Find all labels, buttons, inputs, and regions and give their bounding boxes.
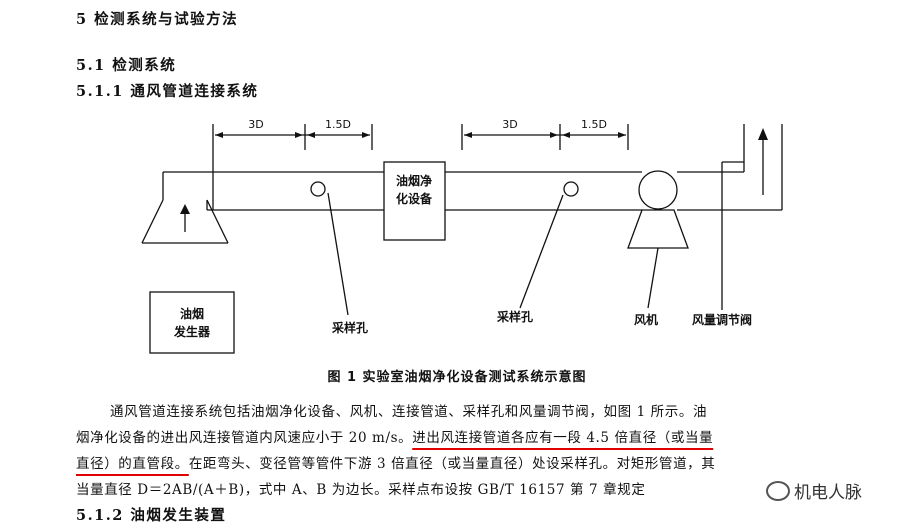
heading-section-5-1-2: 5.1.2 油烟发生装置 [76,507,227,524]
dim-label-3d-left: 3D [248,118,263,131]
purifier-label-1: 油烟净 [396,173,432,188]
paragraph-line-3-plain: 在距弯头、变径管等管件下游 3 倍直径（或当量直径）处设采样孔。对矩形管道，其 [188,456,716,472]
purifier-box [383,161,446,241]
generator-label-2: 发生器 [173,324,211,339]
leader-fan [647,247,659,309]
test-system-diagram: 3D 1.5D 3D 1.5D 油烟净 化设备 油烟 发生器 采样孔 采样孔 风… [141,118,783,354]
fan-base [627,209,689,249]
leader-sampling-right [519,194,564,309]
fan-label: 风机 [634,312,658,327]
figure-caption: 图 1 实验室油烟净化设备测试系统示意图 [327,370,587,385]
dim-label-15d-right: 1.5D [581,118,607,131]
watermark: 机电人脉 [762,478,866,503]
dim-label-3d-right: 3D [502,118,517,131]
watermark-text: 机电人脉 [794,483,862,503]
paragraph-line-2-plain: 烟净化设备的进出风连接管道内风速应小于 20 m/s。 [76,430,413,446]
sampling-hole-left-icon [310,181,326,197]
generator-label-1: 油烟 [180,306,204,321]
paragraph-line-2-underlined: 进出风连接管道各应有一段 4.5 倍直径（或当量 [412,430,714,446]
heading-section-5-1: 5.1 检测系统 [76,57,177,74]
damper-label: 风量调节阀 [692,312,752,327]
sampling-hole-left-label: 采样孔 [331,320,368,335]
heading-section-5: 5 检测系统与试验方法 [76,11,239,28]
sampling-hole-right-label: 采样孔 [496,309,533,324]
sampling-hole-right-icon [563,181,579,197]
generator-box [149,291,235,354]
heading-section-5-1-1: 5.1.1 通风管道连接系统 [76,83,259,100]
purifier-label-2: 化设备 [396,191,433,206]
leader-sampling-left [327,192,349,316]
paragraph-line-1: 通风管道连接系统包括油烟净化设备、风机、连接管道、采样孔和风量调节阀，如图 1 … [110,404,708,420]
paragraph-line-4: 当量直径 D＝2AB/(A＋B)，式中 A、B 为边长。采样点布设按 GB/T … [76,482,646,498]
dim-label-15d-left: 1.5D [325,118,351,131]
intake-hood-right [206,199,229,244]
wechat-icon [766,480,790,501]
paragraph-line-3: 直径）的直管段。在距弯头、变径管等管件下游 3 倍直径（或当量直径）处设采样孔。… [76,452,715,472]
paragraph-line-2: 烟净化设备的进出风连接管道内风速应小于 20 m/s。进出风连接管道各应有一段 … [76,426,713,446]
intake-hood-left [141,199,164,244]
paragraph-line-3-underlined: 直径）的直管段。 [76,456,189,472]
fan-icon [638,170,678,210]
